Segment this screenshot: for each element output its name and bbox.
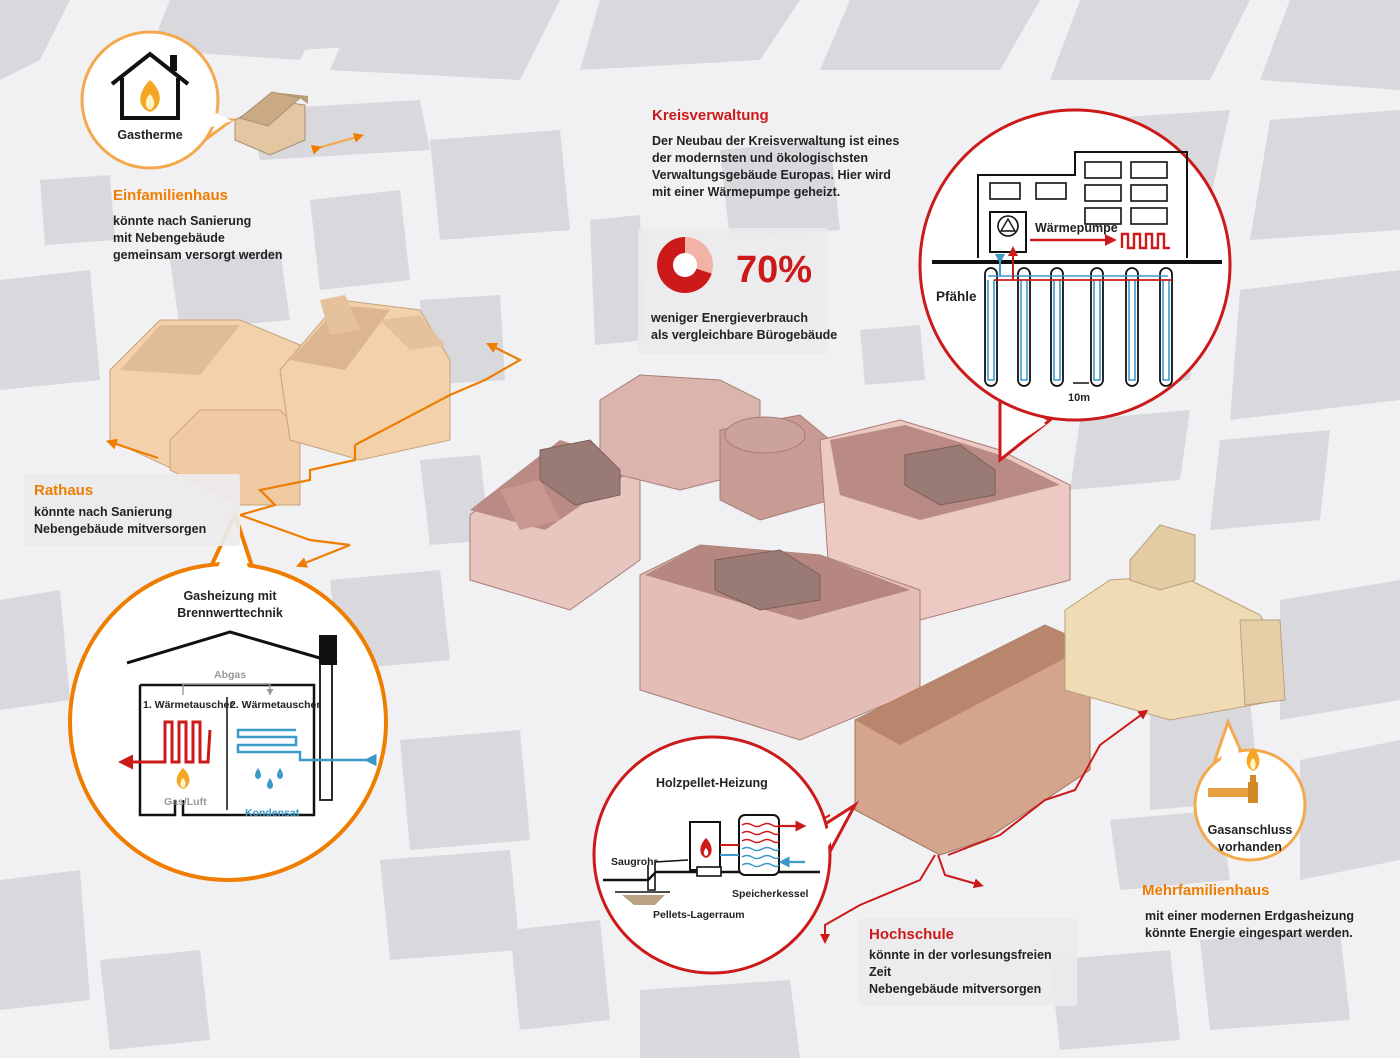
heat-pump-icon (997, 215, 1019, 237)
house-flame-icon (110, 51, 190, 120)
stat-text: weniger Energieverbrauch als vergleichba… (651, 311, 838, 342)
heating-coil-red (118, 720, 212, 770)
scale-label: 10m (1068, 392, 1091, 404)
waermepumpe-label: Wärmepumpe (1035, 221, 1118, 235)
rathaus-box: Rathaus könnte nach Sanierung Nebengebäu… (24, 474, 240, 546)
rathaus-building (109, 295, 451, 506)
kondensat-label: Kondensat (245, 807, 300, 819)
saugrohr-label: Saugrohr (611, 856, 658, 868)
mehrfamilienhaus-title: Mehrfamilienhaus (1142, 882, 1270, 899)
condensate-drops (255, 768, 283, 789)
einfamilienhaus-title: Einfamilienhaus (113, 187, 229, 204)
heating-coil-blue (236, 728, 377, 767)
stat-value: 70% (736, 249, 813, 291)
kreisverwaltung-text: Der Neubau der Kreisverwaltung ist eines… (652, 134, 900, 199)
holzpellet-title: Holzpellet-Heizung (656, 776, 768, 790)
abgas-label: Abgas (214, 669, 247, 681)
kreisverwaltung-title: Kreisverwaltung (652, 107, 769, 124)
radiator-icon (1120, 232, 1170, 250)
mehrfamilienhaus-text: mit einer modernen Erdgasheizung könnte … (1145, 909, 1355, 940)
kreisverwaltung-building (469, 374, 1071, 741)
wt1-label: 1. Wärmetauscher (143, 699, 234, 711)
einfamilienhaus-text: könnte nach Sanierung mit Nebengebäude g… (113, 214, 283, 262)
hochschule-title: Hochschule (869, 926, 955, 943)
speicher-label: Speicherkessel (732, 888, 809, 900)
hochschule-box: Hochschule könnte in der vorlesungsfreie… (859, 918, 1077, 1006)
rathaus-arrow-left (105, 438, 159, 460)
hochschule-supply-line-1 (937, 854, 984, 889)
rathaus-supply-line-right (354, 343, 523, 446)
gasheizung-title: Gasheizung mit Brennwerttechnik (177, 589, 283, 620)
boiler-diagram (118, 630, 377, 817)
ground-piles (984, 246, 1173, 387)
hochschule-text: könnte in der vorlesungsfreien Zeit Nebe… (869, 948, 1052, 996)
lager-label: Pellets-Lagerraum (653, 909, 745, 921)
hochschule-supply-line-2 (820, 854, 936, 944)
gasanschluss-label: Gasanschluss vorhanden (1207, 823, 1293, 854)
gas-pipe-flame-icon (1208, 748, 1260, 803)
einfamilienhaus-building (234, 91, 308, 156)
gasluft-label: Gas/Luft (164, 796, 207, 808)
rathaus-text: könnte nach Sanierung Nebengebäude mitve… (34, 505, 207, 536)
gasheizung-bubble (68, 509, 388, 882)
office-building-diagram (977, 151, 1188, 258)
rathaus-title: Rathaus (34, 482, 94, 499)
pellet-heating-diagram (603, 814, 820, 905)
piles-label: Pfähle (936, 289, 977, 304)
rathaus-supply-line (236, 445, 357, 568)
gastherme-label: Gastherme (117, 128, 183, 142)
flame-icon (176, 768, 190, 789)
wt2-label: 2. Wärmetauscher (230, 699, 321, 711)
einfamilienhaus-arrow (310, 132, 364, 155)
hochschule-building (854, 624, 1091, 856)
pie-chart-icon (638, 228, 828, 354)
gasanschluss-bubble (1193, 717, 1307, 862)
mehrfamilienhaus-supply-line (947, 709, 1149, 856)
mehrfamilienhaus-building (1064, 524, 1286, 721)
